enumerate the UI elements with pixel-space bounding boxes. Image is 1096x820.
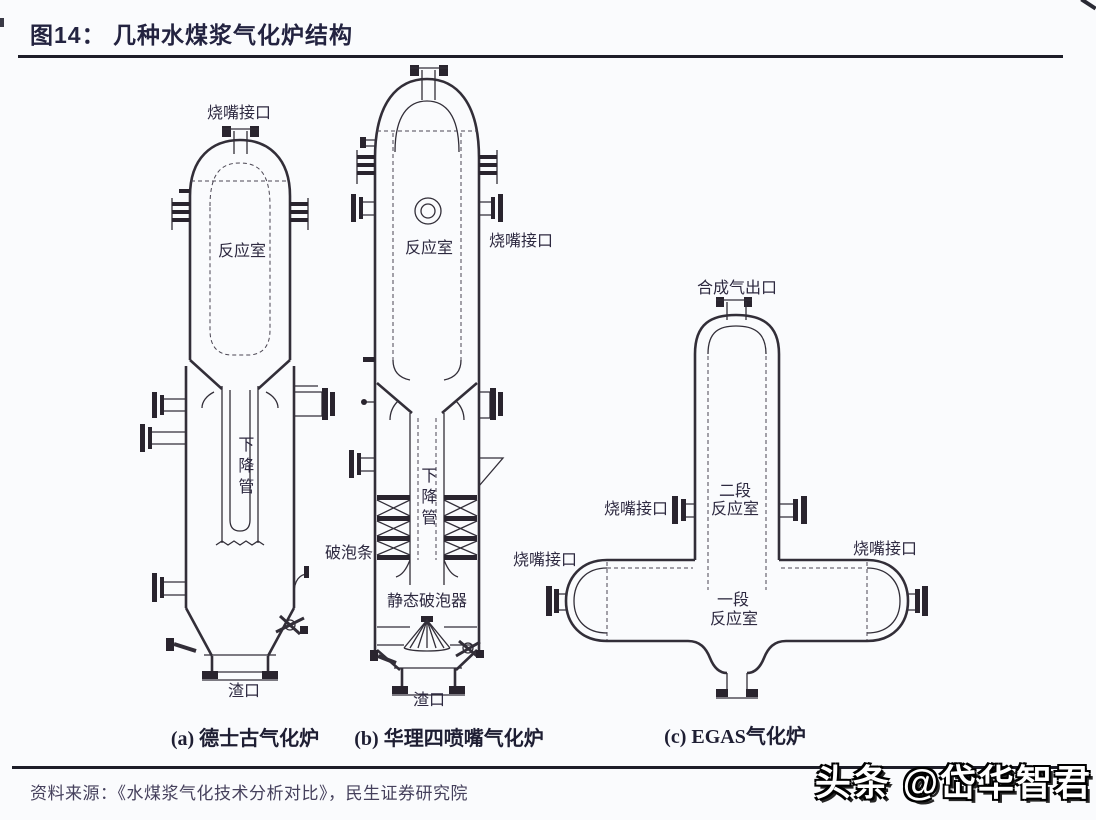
gasifier-a-drawing	[140, 126, 335, 681]
toutiao-watermark: 头条 @岱华智君	[814, 762, 1092, 803]
caption-gasifier-c: (c) EGAS气化炉	[664, 726, 806, 748]
title-underline-rule	[18, 55, 1063, 58]
gasifier-c-drawing	[546, 297, 928, 699]
label-burner-port-b: 烧嘴接口	[488, 233, 554, 250]
label-slag-port-b: 渣口	[412, 692, 446, 709]
figure-title: 图14： 几种水煤浆气化炉结构	[30, 22, 353, 48]
label-burner-port-stage2-c: 烧嘴接口	[603, 501, 669, 518]
label-downcomer-a: 下降管	[235, 436, 253, 499]
label-bubble-break-bars-b: 破泡条	[324, 545, 374, 562]
caption-gasifier-b: (b) 华理四喷嘴气化炉	[354, 728, 544, 750]
source-note: 资料来源：《水煤浆气化技术分析对比》，民生证券研究院	[30, 784, 468, 803]
label-stage2-line2-c: 反应室	[710, 501, 760, 518]
label-static-bubble-breaker-b: 静态破泡器	[386, 593, 468, 610]
label-stage1-line2-c: 反应室	[709, 611, 759, 628]
label-reaction-chamber-a: 反应室	[217, 243, 267, 260]
label-syngas-outlet-c: 合成气出口	[696, 280, 778, 297]
scan-artifact-left	[0, 18, 4, 27]
label-downcomer-b: 下降管	[418, 467, 436, 530]
label-stage2-line1-c: 二段	[718, 483, 752, 500]
label-burner-port-a: 烧嘴接口	[206, 105, 272, 122]
label-slag-port-a: 渣口	[227, 683, 261, 700]
caption-gasifier-a: (a) 德士古气化炉	[170, 728, 320, 750]
label-stage1-line1-c: 一段	[716, 592, 750, 609]
label-burner-port-right-c: 烧嘴接口	[852, 541, 918, 558]
gasifier-b-drawing	[349, 65, 505, 696]
label-reaction-chamber-b: 反应室	[404, 240, 454, 257]
footer-rule	[12, 766, 1063, 769]
label-burner-port-left-c: 烧嘴接口	[512, 552, 578, 569]
